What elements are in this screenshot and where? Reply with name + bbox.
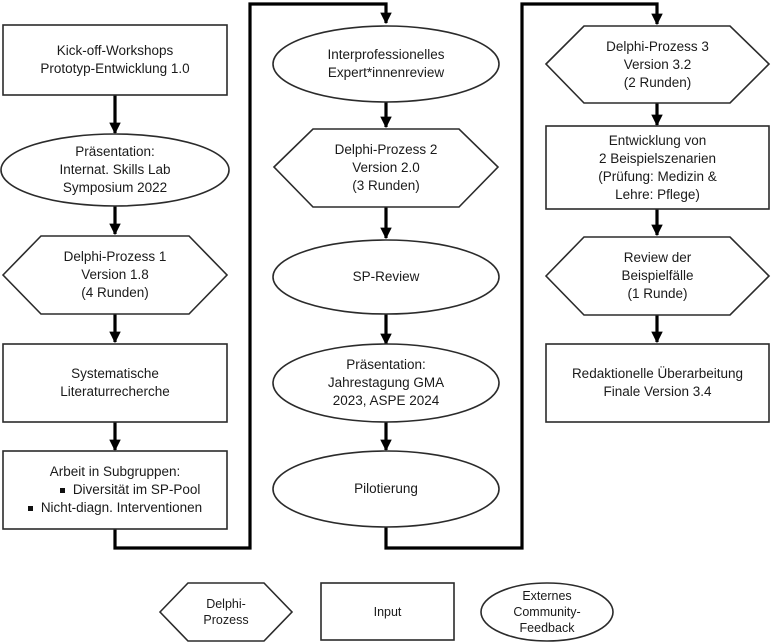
pilot-oval [272,450,500,528]
praesentation1-oval [0,133,230,207]
legend-feedback-oval [480,582,614,642]
connectors [109,2,663,550]
praesentation2-oval [272,343,500,423]
legend-input-box [320,582,455,641]
delphi3-hexagon [544,25,771,104]
beispielfaelle-hexagon [544,236,771,316]
kickoff-box [2,24,228,96]
delphi2-hexagon [272,128,500,208]
literatur-box [2,343,228,423]
legend-delphi-hexagon [158,582,294,642]
review-oval [272,25,500,103]
connector-column1-to-column2 [113,2,392,550]
connector-column2-to-column3 [384,2,663,550]
spreview-oval [272,239,500,315]
szenarien-box [545,125,770,210]
final-box [545,343,770,423]
subgruppen-box [2,450,228,530]
delphi1-hexagon [1,235,229,315]
